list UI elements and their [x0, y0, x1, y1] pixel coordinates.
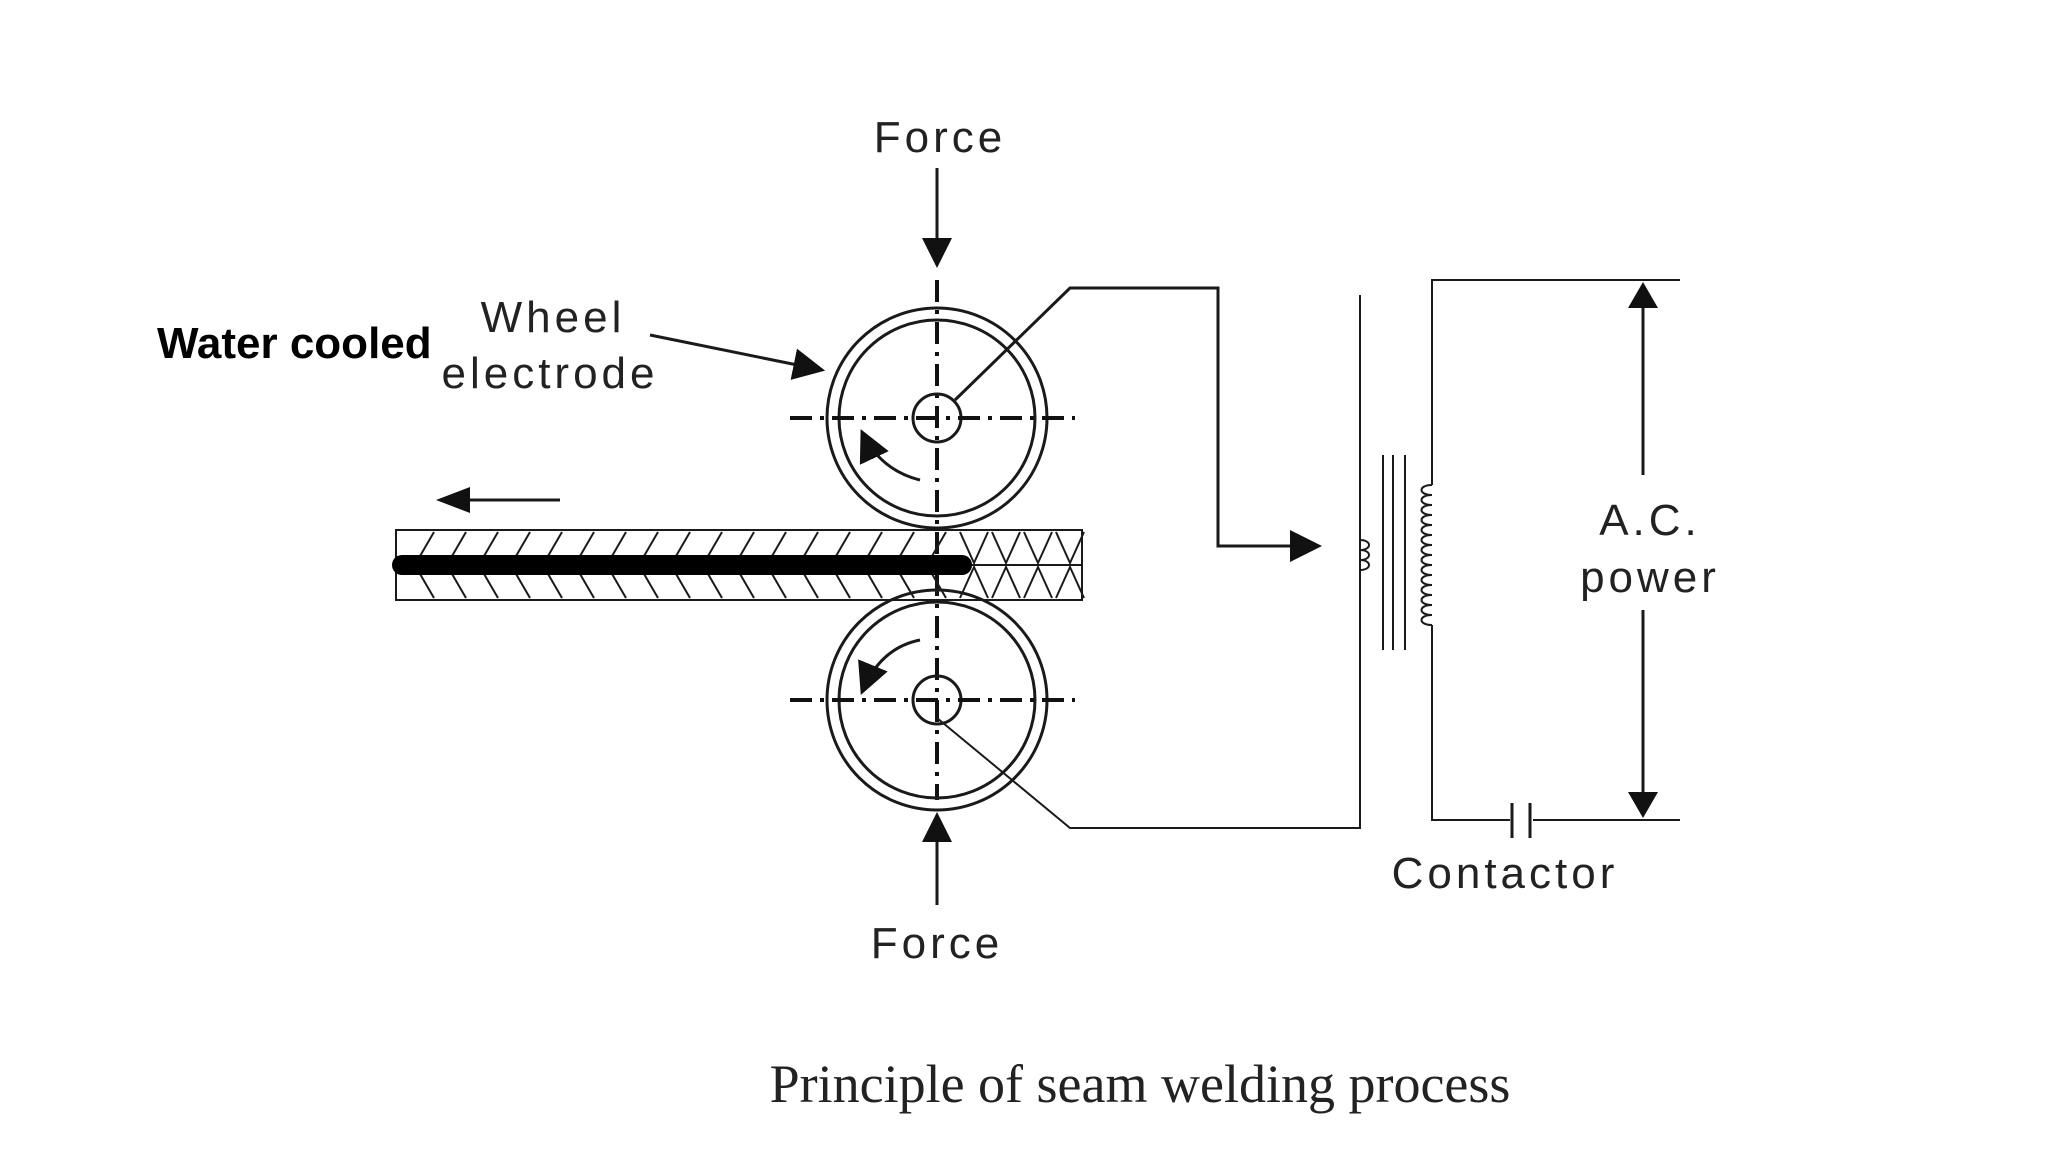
- wheel-electrode-pointer-arrow: [649, 333, 826, 380]
- hatch-mark: [959, 531, 989, 566]
- secondary-coil-winding: [1420, 484, 1433, 626]
- hatch-mark: [1023, 564, 1053, 599]
- force-arrow-bottom: [922, 812, 952, 905]
- power-label: power: [1580, 553, 1720, 602]
- travel-direction-arrow: [436, 487, 560, 513]
- hatch-mark: [1055, 531, 1085, 566]
- transformer: [1359, 455, 1433, 650]
- water-cooled-label: Water cooled: [157, 319, 432, 368]
- force-arrow-top: [922, 168, 952, 268]
- force-label-top: Force: [874, 113, 1006, 162]
- contactor-label: Contactor: [1392, 849, 1619, 898]
- upper-lead-arrowhead: [1290, 530, 1322, 562]
- ac-power-double-arrow: [1628, 282, 1658, 818]
- hatch-mark: [991, 531, 1021, 566]
- ac-circuit-bottom-wire: [1431, 625, 1510, 821]
- ac-circuit-top-wire: [1431, 279, 1680, 485]
- wheel-label: Wheel: [481, 293, 626, 342]
- force-label-bottom: Force: [871, 919, 1003, 968]
- secondary-coil: [1420, 484, 1433, 626]
- hatch-mark: [1055, 564, 1085, 599]
- upper-lead-wire: [953, 286, 1290, 548]
- hatch-mark: [991, 564, 1021, 599]
- hatch-mark: [959, 564, 989, 599]
- lower-lead-wire: [936, 295, 1361, 829]
- lower-wheel-electrode: [790, 588, 1075, 812]
- workpiece-sheets: [392, 529, 1085, 601]
- hatch-mark: [1023, 531, 1053, 566]
- upper-wheel-electrode: [790, 306, 1075, 530]
- diagram-caption: Principle of seam welding process: [770, 1054, 1511, 1114]
- contactor-symbol: [1510, 803, 1532, 838]
- ac-label: A.C.: [1599, 496, 1701, 545]
- electrode-label: electrode: [441, 349, 658, 398]
